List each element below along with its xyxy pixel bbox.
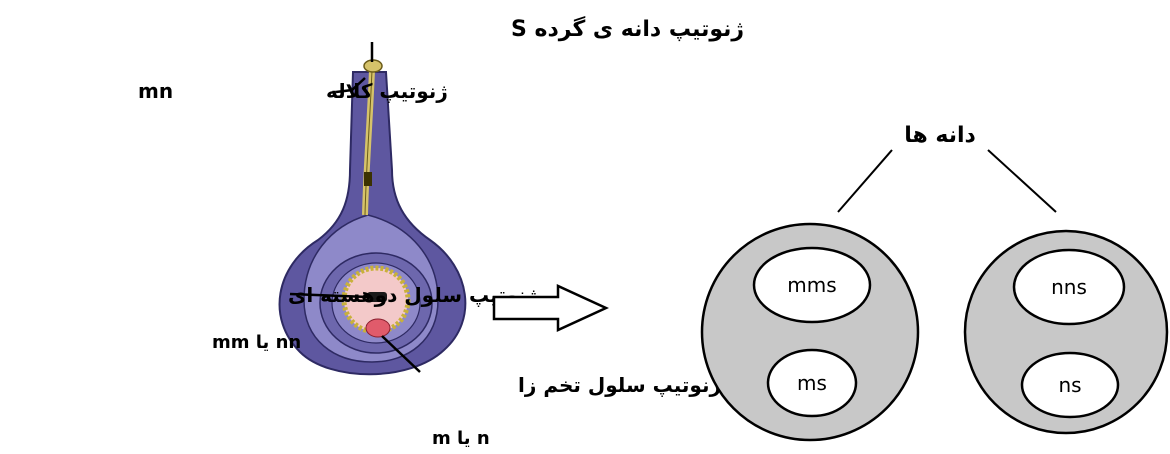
endosperm-genotype: mms — [787, 273, 836, 297]
seed-2: nns ns — [965, 231, 1167, 433]
seeds-title: دانه ها — [904, 123, 976, 148]
egg-cell-label: ژنوتیپ سلول تخم زا — [518, 373, 721, 397]
flower-pistil — [280, 60, 466, 374]
egg-cell-icon — [366, 319, 390, 337]
endosperm-genotype: nns — [1051, 275, 1087, 299]
egg-cell-value: m یا n — [432, 428, 490, 449]
stigma-genotype-value: mn — [138, 79, 173, 103]
stigma-genotype-label: ژنوتیپ کلاله — [326, 79, 448, 103]
embryo-genotype: ns — [1058, 373, 1081, 397]
seeds-leader-right — [988, 150, 1056, 212]
pollen-genotype-label: ژنوتیپ دانه ی گرده S — [511, 15, 744, 42]
seed-1: mms ms — [702, 224, 918, 440]
embryo-genotype: ms — [797, 371, 827, 395]
seeds-leader-left — [838, 150, 892, 212]
binucleate-cell-value: mm یا nn — [212, 332, 301, 353]
